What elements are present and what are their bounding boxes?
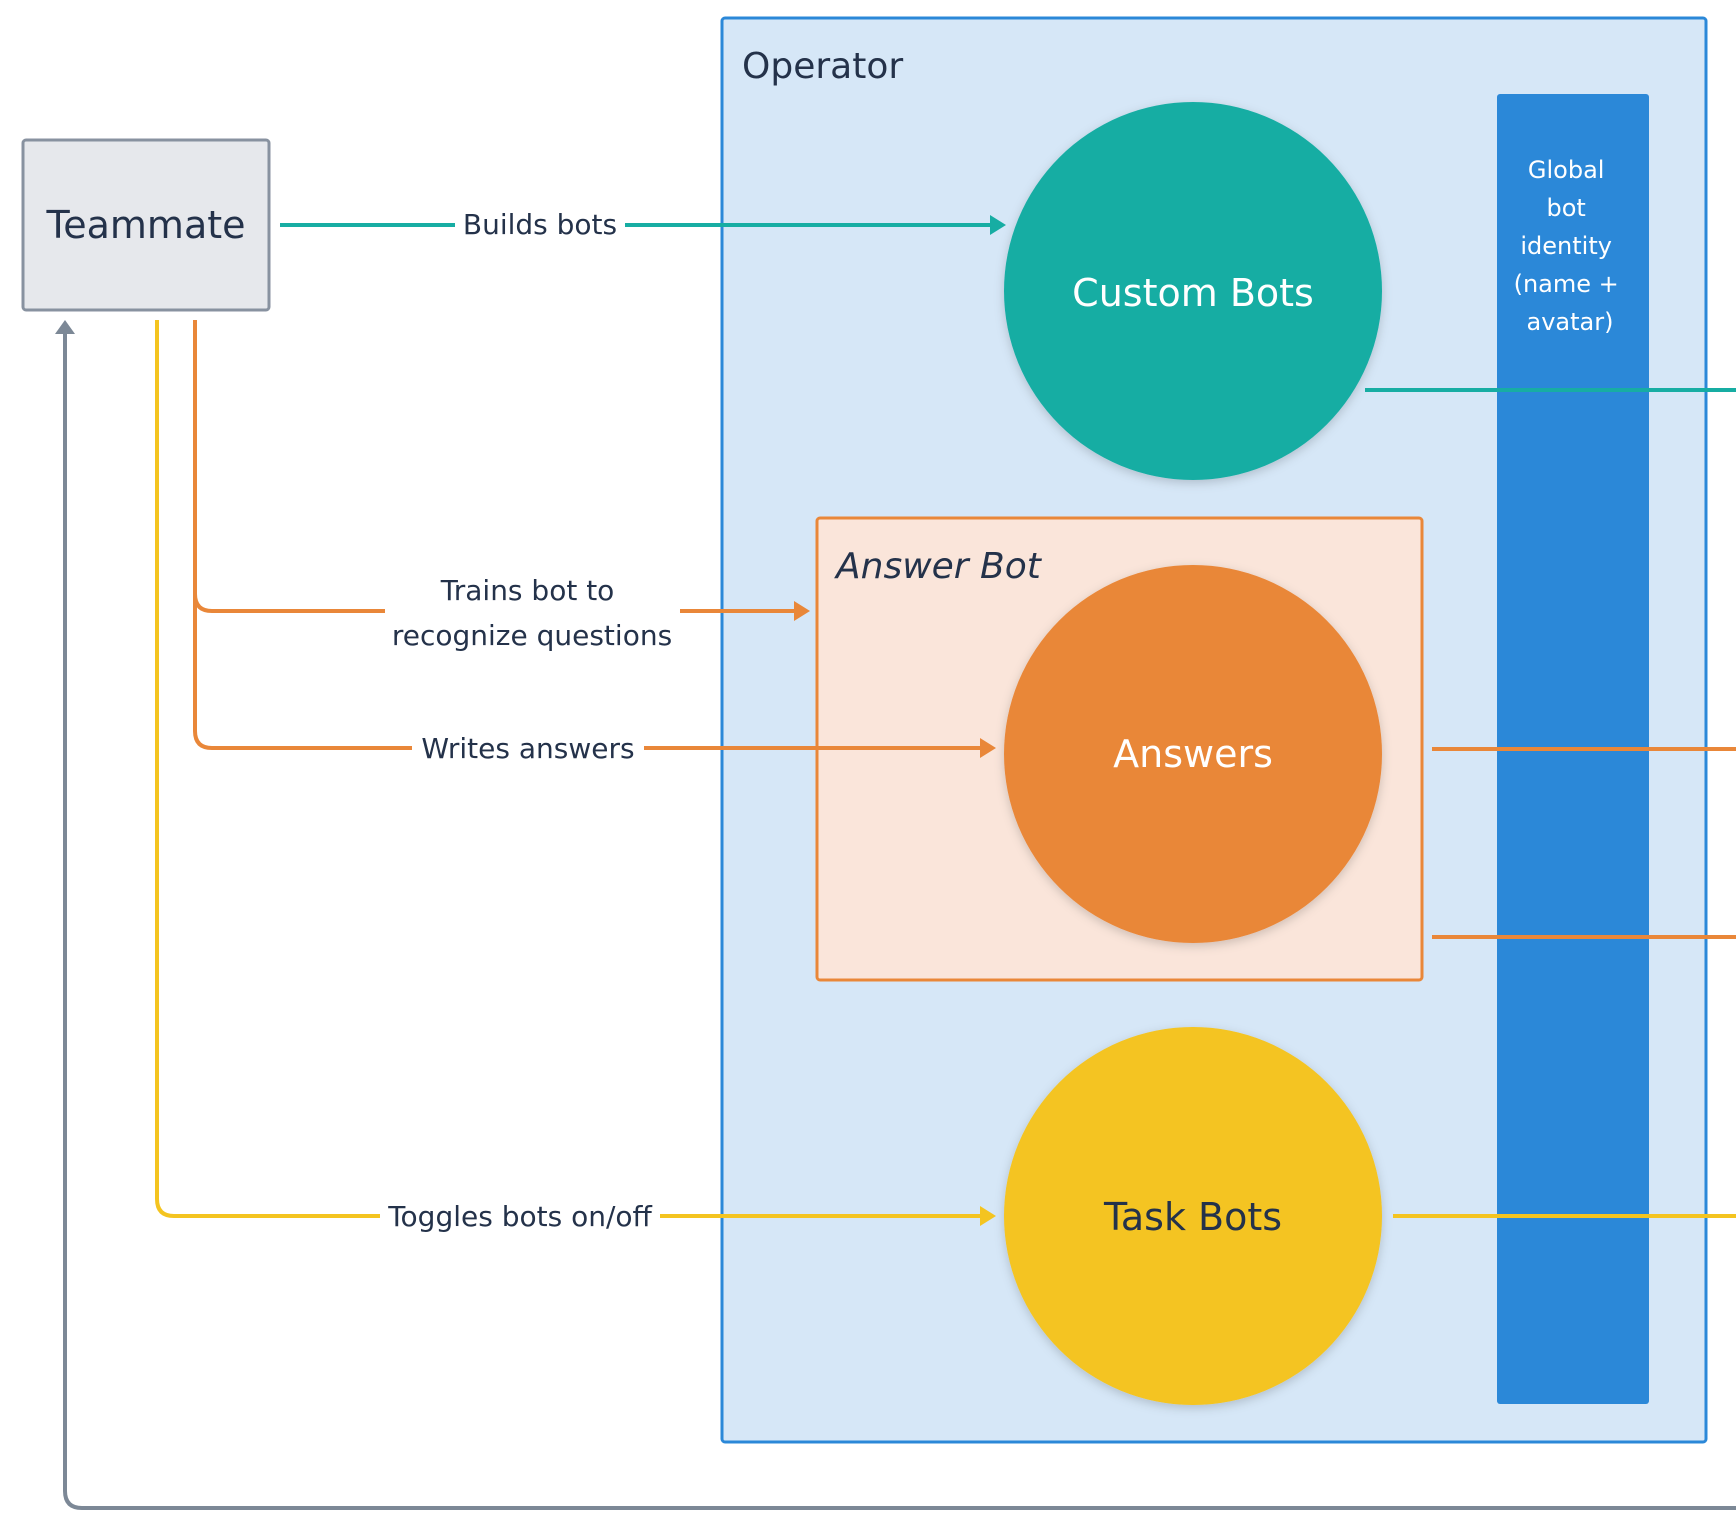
custom-bots-node [1004, 102, 1382, 480]
trains-arrowhead [794, 601, 810, 621]
operator-label: Operator [742, 46, 903, 87]
task-bots-node [1004, 1027, 1382, 1405]
writes-answers-arrowhead [980, 738, 996, 758]
teammate-node [21, 138, 271, 312]
answers-label: Answers [1113, 732, 1273, 776]
builds-bots-label: Builds bots [463, 208, 617, 241]
trains-label: Trains bot to recognize questions [392, 574, 672, 652]
toggles-bots-label: Toggles bots on/off [387, 1200, 652, 1233]
task-bots-label: Task Bots [1103, 1195, 1282, 1239]
global-identity-label: Global bot identity (name + avatar) [1514, 156, 1627, 336]
writes-answers-label: Writes answers [421, 732, 634, 765]
return-loop-edge [63, 330, 1736, 1510]
answers-node [1004, 565, 1382, 943]
custom-bots-label: Custom Bots [1072, 271, 1314, 315]
teammate-label: Teammate [45, 203, 245, 247]
return-loop-arrowhead [55, 320, 75, 334]
builds-bots-arrowhead [990, 215, 1006, 235]
toggles-bots-arrowhead [980, 1206, 996, 1226]
trains-edge [193, 320, 385, 613]
toggles-bots-edge [155, 320, 980, 1218]
answer-bot-label: Answer Bot [834, 546, 1043, 587]
writes-answers-edge [193, 594, 980, 750]
